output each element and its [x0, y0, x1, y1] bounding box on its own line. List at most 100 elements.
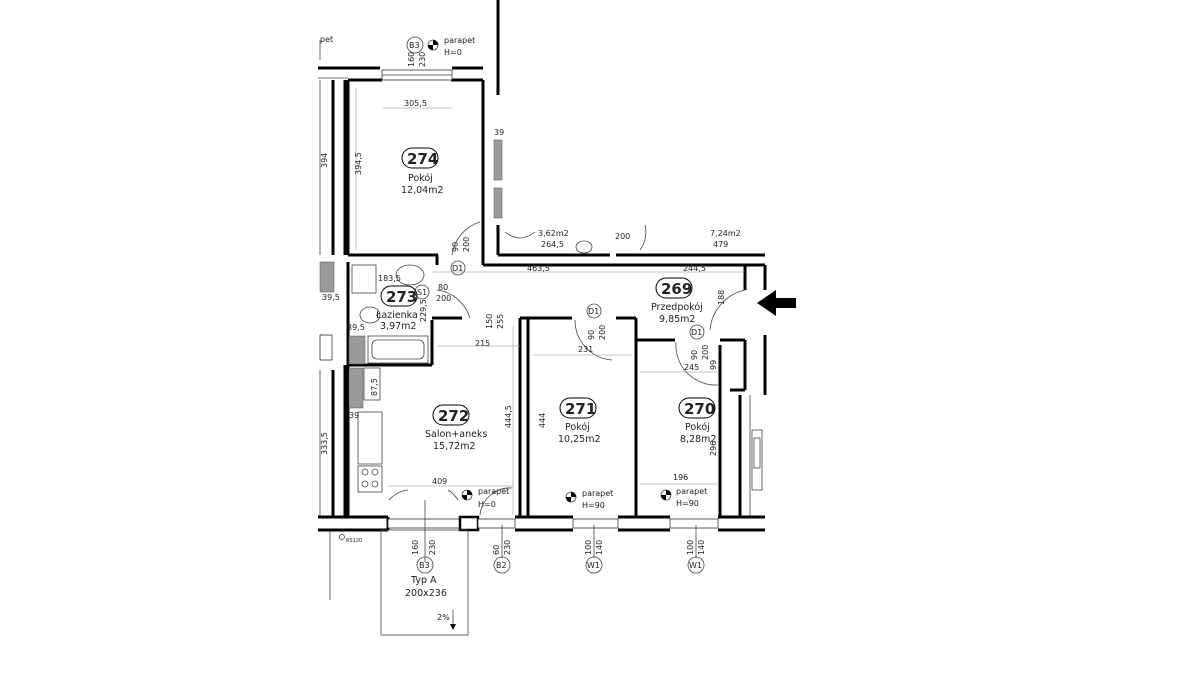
svg-text:RS120: RS120: [346, 538, 362, 544]
room-271-walls: [520, 316, 675, 517]
svg-text:270: 270: [684, 400, 715, 418]
dim-200-d1-274: 200: [462, 237, 471, 252]
svg-text:10,25m2: 10,25m2: [558, 434, 601, 445]
bottom-exterior-wall: [318, 487, 765, 532]
tag-d1-271: D1: [586, 303, 602, 319]
svg-text:Pokój: Pokój: [408, 173, 433, 184]
dim-394-5: 394,5: [354, 152, 363, 175]
dim-60-b2: 60: [492, 545, 501, 555]
dim-183-5: 183,5: [378, 274, 401, 283]
dim-87-5: 87,5: [370, 378, 379, 396]
room-269-walls: [432, 265, 767, 517]
dim-140-w1b: 140: [697, 540, 706, 555]
dim-100-w1a: 100: [584, 540, 593, 555]
balcony-size: 200x236: [405, 588, 447, 599]
svg-text:D1: D1: [588, 307, 599, 316]
dim-140-w1a: 140: [595, 540, 604, 555]
dim-39-5-left: 39,5: [322, 293, 340, 302]
svg-text:H=0: H=0: [478, 500, 496, 509]
dim-479: 479: [713, 240, 728, 249]
parapet-270: parapet H=90: [660, 487, 707, 508]
column-rs120: RS120: [339, 534, 362, 544]
dim-188: 188: [717, 290, 726, 305]
svg-text:W1: W1: [689, 561, 702, 570]
dim-463-5: 463,5: [527, 264, 550, 273]
dim-229-5: 229,5: [419, 299, 428, 322]
dim-160-b3-top: 160: [407, 52, 416, 67]
dim-245: 245: [684, 363, 699, 372]
svg-text:8,28m2: 8,28m2: [680, 434, 716, 445]
dim-80-s1: 80: [438, 283, 448, 292]
room-269-label: 269 Przedpokój 9,85m2: [651, 277, 703, 325]
svg-text:Przedpokój: Przedpokój: [651, 302, 703, 313]
tag-s1: S1: [414, 284, 430, 300]
tag-d1-270: D1: [689, 324, 705, 340]
tag-w1a: W1: [585, 556, 603, 574]
dim-444: 444: [538, 413, 547, 428]
svg-text:D1: D1: [691, 328, 702, 337]
room-271-label: 271 Pokój 10,25m2: [558, 397, 601, 445]
svg-text:272: 272: [438, 407, 469, 425]
svg-text:B2: B2: [496, 561, 507, 570]
dim-394: 394: [320, 153, 329, 168]
dim-230-b3-top: 230: [418, 52, 427, 67]
tag-b3-bottom: B3: [416, 556, 434, 574]
dim-99: 99: [709, 360, 718, 370]
svg-text:parapet: parapet: [444, 36, 475, 45]
dim-100-w1b: 100: [686, 540, 695, 555]
room-274-label: 274 Pokój 12,04m2: [401, 147, 444, 196]
dim-90-d1-274: 90: [451, 242, 460, 252]
dim-200-upper: 200: [615, 232, 630, 241]
dim-231: 231: [578, 345, 593, 354]
dim-90-d1-270: 90: [690, 350, 699, 360]
svg-text:3,97m2: 3,97m2: [380, 321, 416, 332]
dim-150: 150: [485, 314, 494, 329]
balcony-type: Typ A: [410, 575, 437, 586]
svg-text:271: 271: [565, 400, 596, 418]
room-272-label: 272 Salon+aneks 15,72m2: [425, 404, 487, 452]
dim-230-b2: 230: [503, 540, 512, 555]
dim-200-d1-270: 200: [701, 345, 710, 360]
room-274-walls: [346, 0, 503, 265]
balcony: [380, 500, 469, 636]
svg-text:parapet: parapet: [676, 487, 707, 496]
tag-d1-274: D1: [450, 260, 466, 276]
dim-244-5: 244,5: [683, 264, 706, 273]
dim-215: 215: [475, 339, 490, 348]
balcony-slope: 2%: [437, 613, 450, 622]
svg-text:12,04m2: 12,04m2: [401, 185, 444, 196]
dim-255: 255: [496, 314, 505, 329]
dim-39-top: 39: [494, 128, 504, 137]
partial-parapet-label: pet: [320, 35, 333, 44]
neighbor-area-2: 7,24m2: [710, 229, 741, 238]
dim-39-kitchen: 39: [349, 411, 359, 420]
svg-text:B3: B3: [419, 561, 430, 570]
svg-text:W1: W1: [587, 561, 600, 570]
parapet-top: parapet H=0: [427, 36, 475, 57]
dim-230-b3: 230: [428, 540, 437, 555]
dim-200-s1: 200: [436, 294, 451, 303]
svg-text:15,72m2: 15,72m2: [433, 441, 476, 452]
svg-text:D1: D1: [452, 264, 463, 273]
room-270-label: 270 Pokój 8,28m2: [678, 397, 716, 445]
svg-text:parapet: parapet: [478, 487, 509, 496]
dim-160-b3: 160: [411, 540, 420, 555]
svg-text:H=0: H=0: [444, 48, 462, 57]
tag-b2: B2: [493, 556, 511, 574]
dim-264-5: 264,5: [541, 240, 564, 249]
svg-text:parapet: parapet: [582, 489, 613, 498]
svg-text:273: 273: [386, 288, 417, 306]
room-272-walls: [346, 318, 522, 517]
left-wall-structure: [318, 40, 483, 600]
tag-w1b: W1: [687, 556, 705, 574]
svg-text:Salon+aneks: Salon+aneks: [425, 429, 487, 440]
dim-444-5: 444,5: [504, 405, 513, 428]
svg-text:Łazienka: Łazienka: [375, 310, 418, 321]
svg-text:269: 269: [661, 280, 692, 298]
tag-b3-top: B3: [406, 36, 424, 54]
dim-90-d1-271: 90: [587, 330, 596, 340]
dim-200-d1-271: 200: [598, 325, 607, 340]
dim-39-5-bath: 39,5: [347, 323, 365, 332]
svg-text:Pokój: Pokój: [565, 422, 590, 433]
